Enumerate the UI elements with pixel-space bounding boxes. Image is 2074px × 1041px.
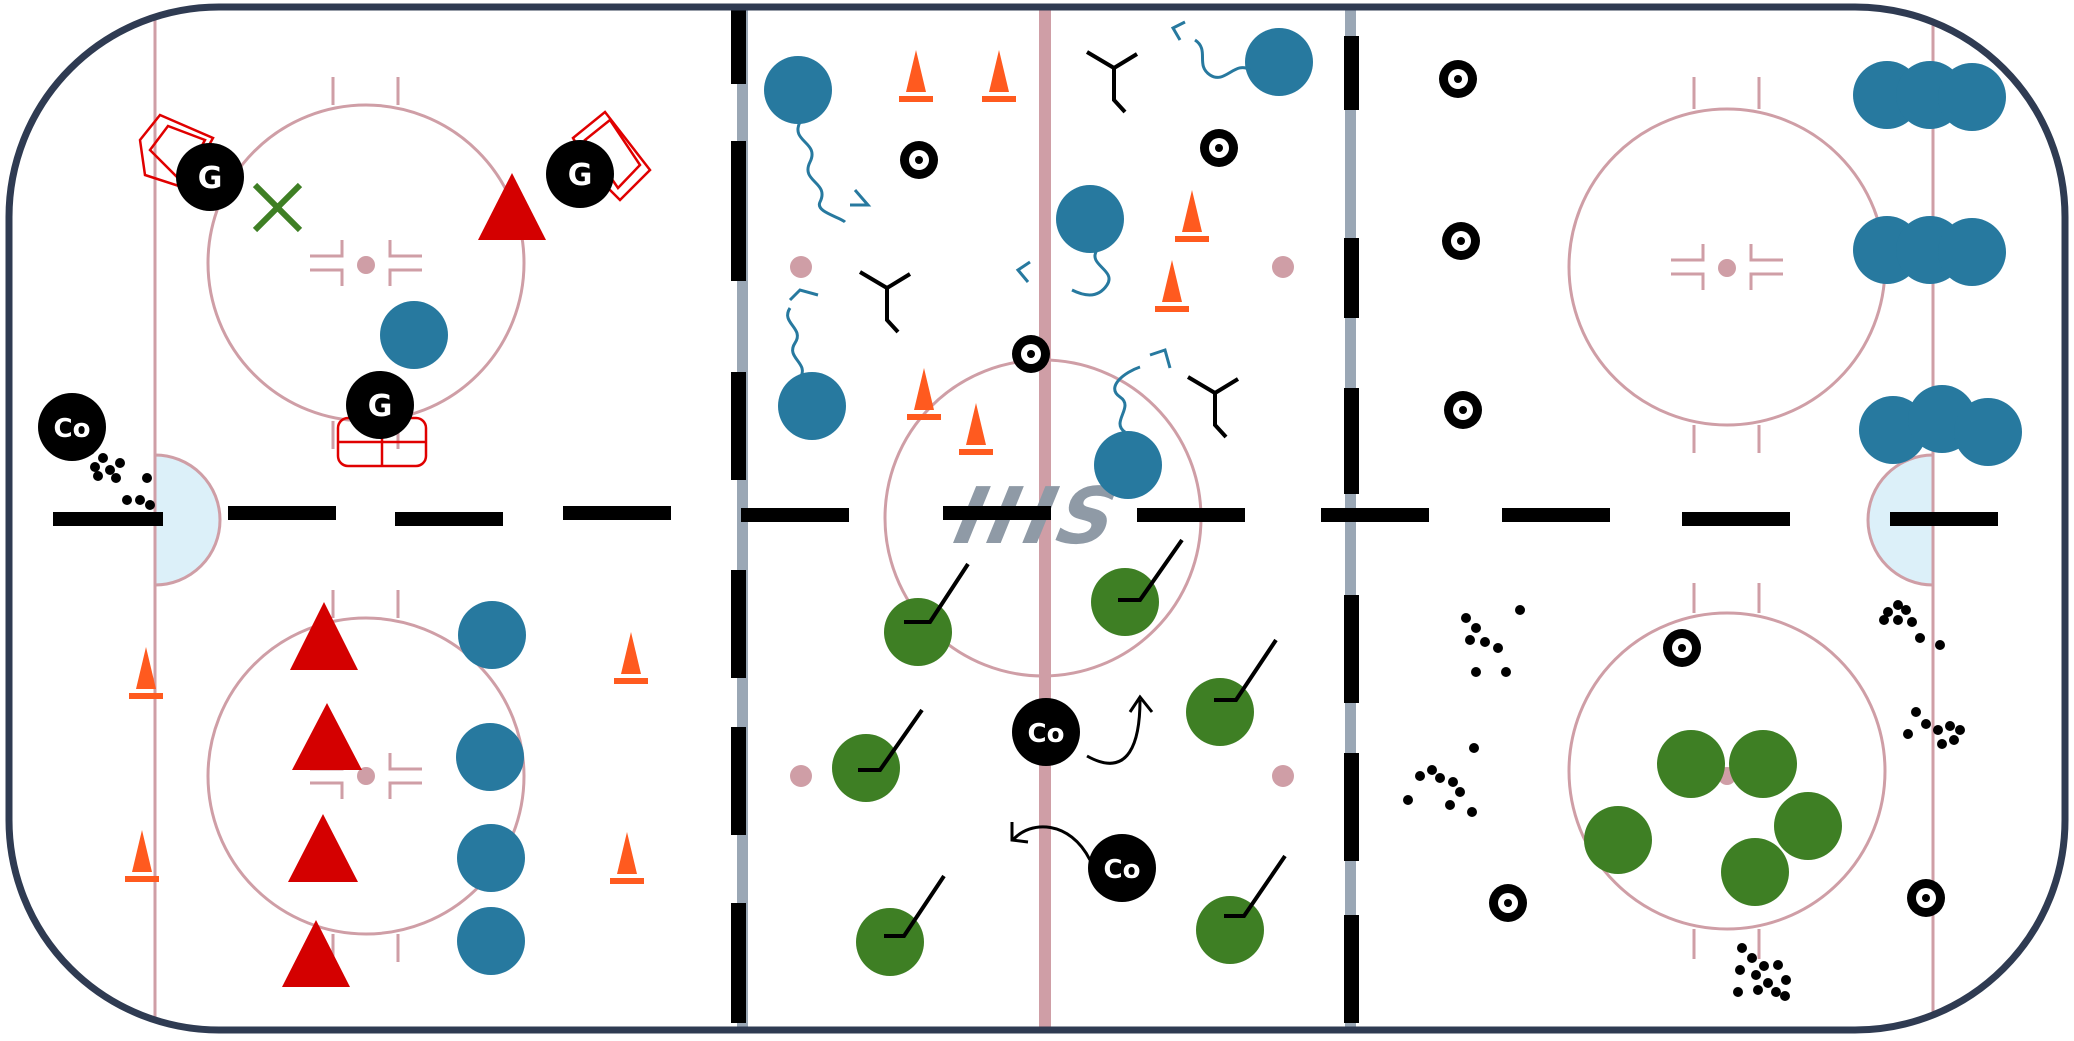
tire-icon bbox=[1439, 60, 1477, 98]
player-green bbox=[1774, 792, 1842, 860]
svg-text:G: G bbox=[568, 158, 593, 193]
stick-icon bbox=[884, 874, 946, 938]
cone-icon bbox=[899, 50, 933, 102]
vertical-dashed-line-right bbox=[1344, 36, 1359, 1023]
puck-pile-icon bbox=[1903, 707, 1965, 749]
goalie-top-right: G bbox=[546, 110, 652, 208]
faceoff-circle-bottom-left bbox=[206, 590, 526, 962]
player-blue bbox=[457, 907, 525, 975]
skate-path-icon bbox=[786, 20, 1251, 434]
player-green bbox=[1721, 838, 1789, 906]
triangle-marker bbox=[478, 173, 546, 240]
svg-text:G: G bbox=[198, 161, 223, 196]
player-blue bbox=[778, 372, 846, 440]
cone-icon bbox=[1175, 190, 1209, 242]
player-blue bbox=[457, 824, 525, 892]
svg-text:Co: Co bbox=[1028, 719, 1065, 749]
red-triangles bbox=[282, 173, 546, 987]
player-green-with-stick bbox=[856, 874, 946, 976]
green-players bbox=[832, 538, 1287, 976]
player-blue bbox=[380, 301, 448, 369]
tripods bbox=[858, 50, 1240, 439]
stick-icon bbox=[1118, 538, 1184, 602]
vertical-dashed-line-left bbox=[731, 10, 746, 1023]
puck-pile-icon bbox=[1403, 743, 1479, 817]
tire-icon bbox=[1012, 335, 1050, 373]
cone-icon bbox=[125, 830, 159, 882]
player-green-with-stick bbox=[884, 562, 970, 666]
player-blue bbox=[1954, 398, 2022, 466]
player-green-with-stick bbox=[1186, 638, 1278, 746]
player-green bbox=[1657, 730, 1725, 798]
goal-crease-left bbox=[153, 453, 222, 587]
cone-icon bbox=[610, 832, 644, 884]
blue-players bbox=[380, 28, 2022, 975]
tire-icon bbox=[1442, 222, 1480, 260]
player-blue bbox=[458, 601, 526, 669]
tire-icon bbox=[1200, 129, 1238, 167]
cone-icon bbox=[982, 50, 1016, 102]
cone-icon bbox=[614, 632, 648, 684]
player-blue bbox=[1056, 185, 1124, 253]
stick-icon bbox=[1214, 638, 1278, 702]
neutral-zone-dots bbox=[790, 256, 1294, 787]
coach-center-upper: Co bbox=[1012, 698, 1080, 766]
cone-icon bbox=[959, 403, 993, 455]
cone-icon bbox=[907, 368, 941, 420]
tripod-icon bbox=[1186, 375, 1240, 439]
player-blue bbox=[1938, 218, 2006, 286]
tire-icon bbox=[1907, 879, 1945, 917]
x-mark-icon bbox=[252, 182, 303, 233]
pivot-arrow-icon bbox=[1086, 694, 1154, 765]
puck-pile-icon bbox=[1461, 605, 1525, 677]
triangle-marker bbox=[290, 602, 358, 670]
svg-text:G: G bbox=[368, 389, 393, 424]
coach-center-lower: Co bbox=[1088, 834, 1156, 902]
player-blue bbox=[1094, 431, 1162, 499]
puck-pile-icon bbox=[1733, 943, 1791, 1001]
player-blue bbox=[1938, 63, 2006, 131]
goalie-center: G bbox=[336, 371, 428, 468]
player-green-with-stick bbox=[832, 708, 924, 802]
goalie-top-left: G bbox=[138, 113, 244, 211]
tires bbox=[900, 60, 1945, 922]
puck-pile-icon bbox=[1879, 600, 1945, 650]
player-blue bbox=[764, 56, 832, 124]
stick-icon bbox=[904, 562, 970, 624]
player-blue bbox=[456, 723, 524, 791]
svg-text:Co: Co bbox=[1104, 855, 1141, 885]
horizontal-dashed-line bbox=[53, 506, 1998, 526]
player-green bbox=[1729, 730, 1797, 798]
pivot-arrow-icon bbox=[1010, 822, 1092, 861]
triangle-marker bbox=[282, 920, 350, 987]
tire-icon bbox=[1444, 391, 1482, 429]
triangle-marker bbox=[292, 703, 362, 770]
player-green-with-stick bbox=[1091, 538, 1184, 636]
puck-piles-right bbox=[1403, 600, 1965, 1001]
player-blue bbox=[1245, 28, 1313, 96]
tripod-icon bbox=[858, 270, 912, 334]
coach-top-left: Co bbox=[38, 393, 106, 461]
cone-icon bbox=[1155, 260, 1189, 312]
cones bbox=[125, 50, 1209, 884]
tripod-icon bbox=[1085, 50, 1139, 114]
green-player-cluster bbox=[1584, 730, 1842, 906]
puck-pile-icon bbox=[85, 445, 155, 510]
stick-icon bbox=[858, 708, 924, 772]
tire-icon bbox=[1663, 629, 1701, 667]
player-green bbox=[1584, 806, 1652, 874]
rink-boards bbox=[5, 3, 2069, 1034]
tire-icon bbox=[1489, 884, 1527, 922]
triangle-marker bbox=[288, 814, 358, 882]
cone-icon bbox=[129, 647, 163, 699]
player-green-with-stick bbox=[1196, 854, 1287, 964]
tire-icon bbox=[900, 141, 938, 179]
stick-icon bbox=[1224, 854, 1287, 918]
svg-text:Co: Co bbox=[54, 414, 91, 444]
